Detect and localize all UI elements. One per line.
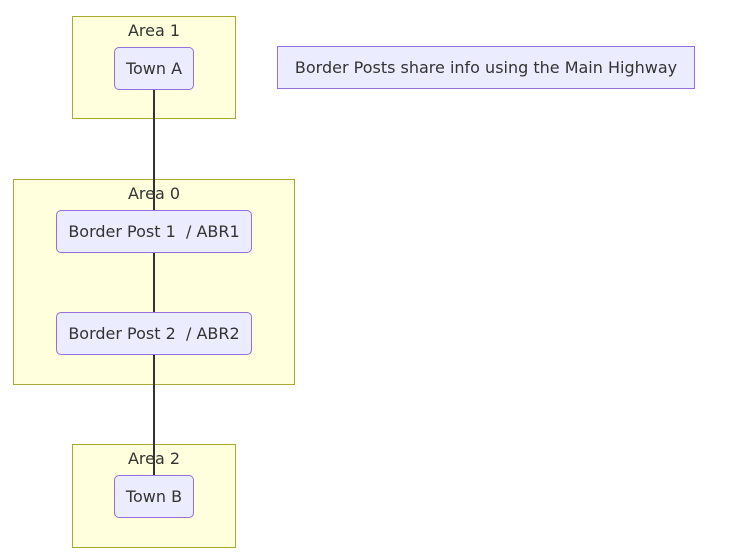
- node-town-a-label: Town A: [125, 59, 183, 78]
- node-border-post-2[interactable]: Border Post 2 / ABR2: [56, 312, 252, 355]
- node-town-b[interactable]: Town B: [114, 475, 194, 518]
- node-border-post-2-label: Border Post 2 / ABR2: [68, 324, 240, 343]
- note-text: Border Posts share info using the Main H…: [294, 58, 678, 77]
- node-town-a[interactable]: Town A: [114, 47, 194, 90]
- node-border-post-1[interactable]: Border Post 1 / ABR1: [56, 210, 252, 253]
- node-town-b-label: Town B: [125, 487, 183, 506]
- node-border-post-1-label: Border Post 1 / ABR1: [68, 222, 240, 241]
- cluster-label-area-1: Area 1: [127, 21, 181, 40]
- note-box: Border Posts share info using the Main H…: [277, 46, 695, 89]
